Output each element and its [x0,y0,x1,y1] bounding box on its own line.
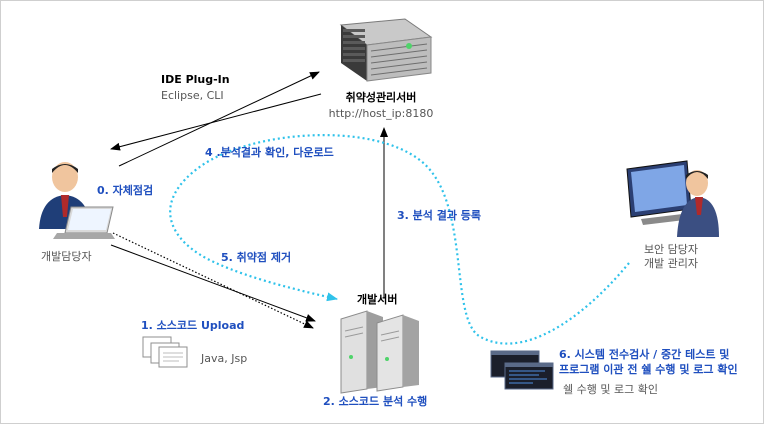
step-6-line1: 6. 시스템 전수검사 / 중간 테스트 및 [559,348,730,361]
dev-server-title: 개발서버 [357,293,398,306]
security-admin-line2: 개발 관리자 [643,257,699,270]
vuln-server-url: http://host_ip:8180 [328,107,434,120]
step-6-line2: 프로그램 이관 전 쉘 수행 및 로그 확인 [559,363,738,376]
upload-dotted-arrow [112,232,314,329]
cyan-flow-loop [169,134,630,345]
terminal-windows-icon [490,350,554,390]
developer-label: 개발담당자 [41,250,92,263]
dev-server-icon [340,310,419,394]
security-admin-line1: 보안 담당자 [643,243,699,256]
ide-result-arrow [110,93,322,151]
developer-person-icon [39,162,115,239]
step-3-label: 3. 분석 결과 등록 [397,209,482,222]
ide-upload-arrow [118,71,320,167]
security-admin-person-icon [626,160,719,237]
upload-solid-arrow [110,244,316,322]
step-4-label: 4 .분석결과 확인, 다운로드 [205,146,334,159]
vuln-server-title: 취약성관리서버 [345,91,417,104]
step-2-label: 2. 소스코드 분석 수행 [323,395,428,408]
server-rack-icon [339,18,433,82]
ide-plugin-title: IDE Plug-In [161,73,230,86]
step-0-label: 0. 자체점검 [97,184,154,197]
step-1-label: 1. 소스코드 Upload [141,319,245,332]
step-1-files: Java, Jsp [201,352,248,365]
source-files-icon [142,336,188,368]
step-5-label: 5. 취약점 제거 [221,251,292,264]
step-6-sub: 쉘 수행 및 로그 확인 [563,383,658,396]
ide-plugin-subtitle: Eclipse, CLI [161,89,224,102]
